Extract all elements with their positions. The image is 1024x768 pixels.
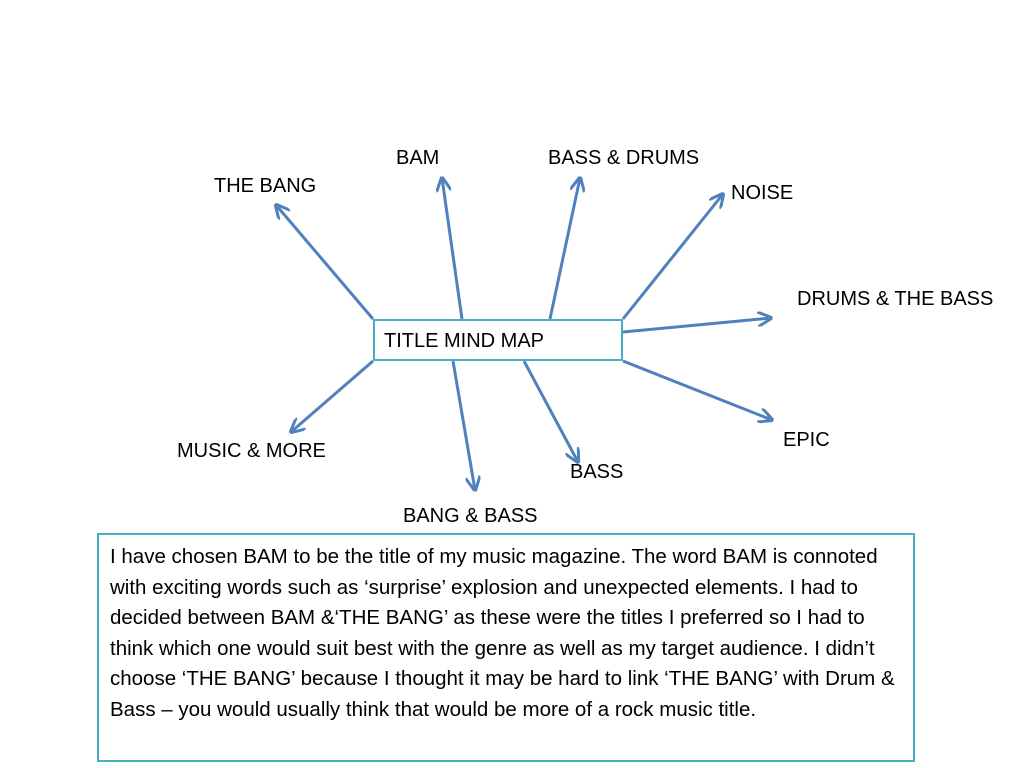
branch-label-noise: NOISE: [731, 182, 794, 204]
center-node: TITLE MIND MAP: [373, 319, 623, 361]
arrow-music-and-more: [291, 359, 374, 432]
arrow-drums-and-the-bass: [622, 318, 771, 334]
arrow-bam: [442, 178, 464, 320]
branch-label-bang-and-bass: BANG & BASS: [403, 505, 538, 527]
description-text: I have chosen BAM to be the title of my …: [110, 545, 895, 721]
center-node-label: TITLE MIND MAP: [384, 330, 545, 352]
arrow-bass: [522, 360, 578, 462]
branch-label-bass: BASS: [570, 461, 624, 483]
arrow-bass-and-drums: [548, 178, 580, 320]
branch-label-drums-and-the-bass: DRUMS & THE BASS: [797, 288, 994, 310]
arrow-noise: [621, 194, 723, 320]
description-box: I have chosen BAM to be the title of my …: [97, 533, 915, 762]
arrow-epic: [622, 359, 772, 420]
arrow-bang-and-bass: [451, 360, 475, 490]
arrow-the-bang: [276, 205, 375, 320]
branch-label-bam: BAM: [396, 147, 440, 169]
branch-label-the-bang: THE BANG: [214, 175, 317, 197]
branch-label-epic: EPIC: [783, 429, 830, 451]
branch-label-music-and-more: MUSIC & MORE: [177, 440, 326, 462]
branch-label-bass-and-drums: BASS & DRUMS: [548, 147, 700, 169]
